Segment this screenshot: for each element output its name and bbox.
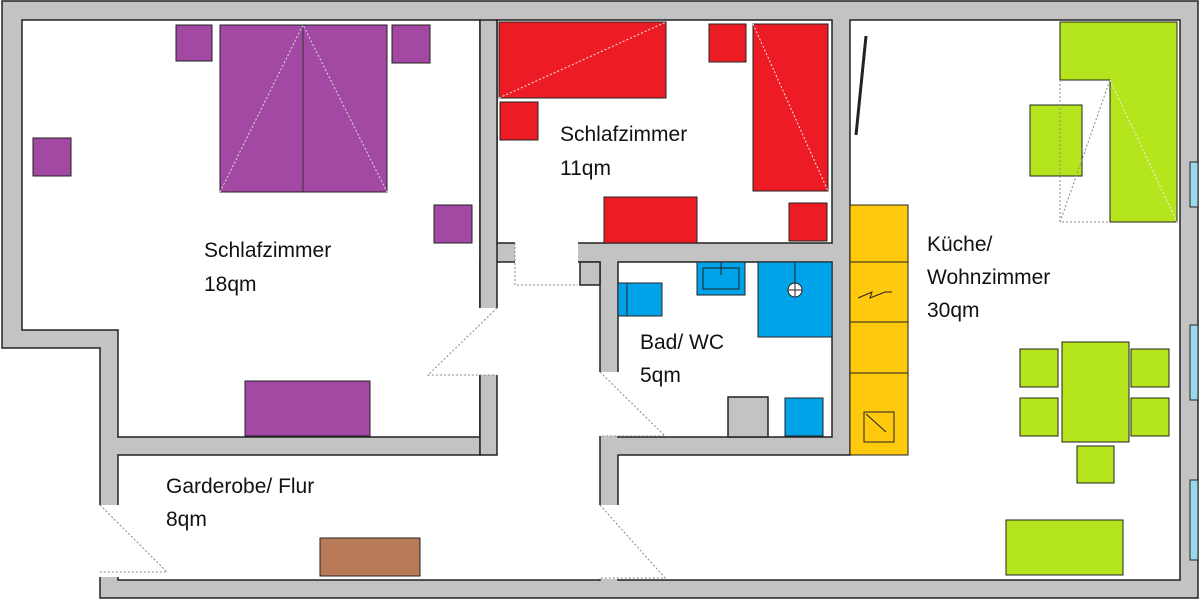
room-area-bath: 5qm	[640, 364, 681, 387]
door-opening-bath[interactable]	[598, 372, 620, 436]
room-label-living-2: Wohnzimmer	[927, 266, 1050, 289]
nightstand	[391, 24, 431, 64]
wall-segment	[479, 19, 498, 456]
chair	[788, 202, 828, 242]
room-label-living-1: Küche/	[927, 233, 993, 256]
window	[1189, 161, 1199, 208]
nightstand	[175, 24, 213, 62]
dining-table	[1061, 341, 1130, 443]
chair	[433, 204, 473, 244]
room-area-bedroom-large: 18qm	[204, 273, 257, 296]
door-opening-entrance[interactable]	[98, 505, 120, 577]
door-opening-bedroom-small[interactable]	[515, 241, 578, 264]
electric-icon	[857, 291, 892, 299]
chair	[1019, 348, 1059, 388]
shoe-cabinet	[319, 537, 421, 577]
kitchen-unit	[849, 321, 909, 374]
door-swing	[514, 243, 578, 286]
nightstand	[708, 23, 747, 63]
kitchen-island	[1029, 104, 1083, 177]
bed	[498, 21, 667, 99]
washing-machine	[784, 397, 824, 437]
room-label-hall: Garderobe/ Flur	[166, 475, 314, 498]
dresser	[244, 380, 371, 437]
window	[1189, 479, 1199, 561]
room-label-bedroom-small: Schlafzimmer	[560, 123, 687, 146]
door-swing	[426, 307, 498, 376]
room-label-bath: Bad/ WC	[640, 331, 724, 354]
door-opening-living[interactable]	[598, 505, 620, 579]
desk	[603, 196, 698, 244]
door-opening-bedroom-large[interactable]	[478, 308, 499, 375]
chair	[1130, 397, 1170, 437]
room-area-bedroom-small: 11qm	[560, 157, 611, 180]
chair	[1019, 397, 1059, 437]
window	[1189, 324, 1199, 401]
chair	[1076, 445, 1115, 484]
kitchen-unit-electric	[849, 261, 909, 323]
room-area-hall: 8qm	[166, 508, 207, 531]
balcony-door	[854, 35, 868, 136]
chair	[32, 137, 72, 177]
kitchen-unit	[849, 204, 909, 263]
wall-stub-bath	[727, 396, 769, 438]
wall-stub	[579, 261, 601, 286]
room-label-bedroom-large: Schlafzimmer	[204, 239, 331, 262]
toilet	[617, 282, 663, 317]
chair	[1130, 348, 1170, 388]
room-area-living: 30qm	[927, 299, 980, 322]
nightstand	[499, 101, 539, 141]
door-swing	[599, 504, 667, 579]
sofa	[1005, 519, 1124, 576]
